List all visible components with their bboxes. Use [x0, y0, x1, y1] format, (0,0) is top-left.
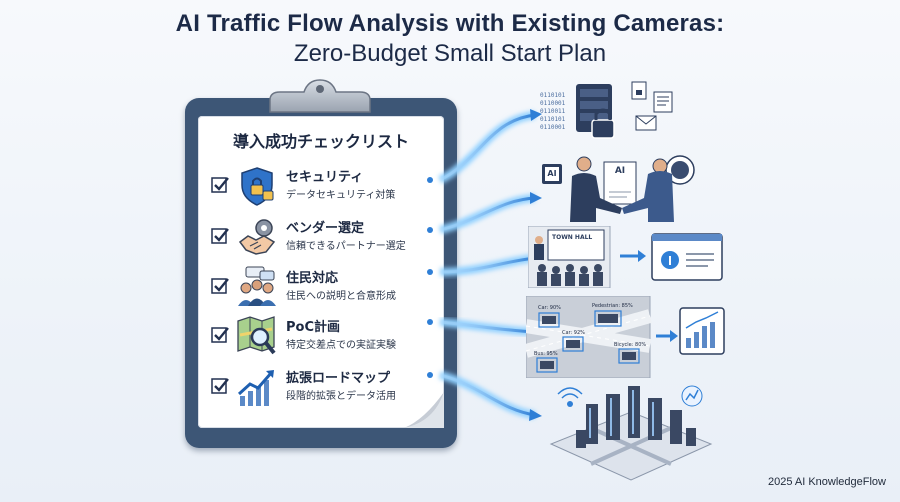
detection-tag: Car: 90% [538, 305, 561, 311]
page-subtitle: Zero-Budget Small Start Plan [293, 40, 607, 67]
smart-city-icon [549, 385, 713, 481]
checklist-heading: 導入成功チェックリスト [232, 132, 409, 151]
footer-credit: 2025 AI KnowledgeFlow [767, 476, 886, 488]
town-hall-illustration: TOWN HALL [527, 225, 728, 289]
map-magnifier-icon [237, 316, 276, 355]
vendor-handshake-illustration: AI AI [542, 152, 712, 224]
smart-city-illustration [546, 382, 716, 482]
checklist-item-vendor: ベンダー選定 信頼できるパートナー選定 [210, 216, 440, 262]
flow-arrows [427, 109, 542, 421]
detection-tag: Bus: 95% [534, 351, 558, 357]
page-curl [404, 392, 444, 428]
arrow-poc [427, 318, 542, 338]
checklist-item-label: セキュリティ [286, 170, 364, 185]
checklist-paper [198, 116, 444, 428]
intersection-illustration: Car: 90% Pedestrian: 85% Car: 92% Bus: 9… [524, 295, 726, 379]
page-title: AI Traffic Flow Analysis with Existing C… [175, 10, 725, 37]
town-hall-sign: TOWN HALL [552, 234, 593, 241]
clipboard-clip-icon [269, 79, 371, 113]
checkbox-checked-icon [211, 327, 229, 343]
checkbox-checked-icon [211, 378, 229, 394]
detection-tag: Pedestrian: 85% [592, 303, 633, 309]
checklist-item-roadmap: 拡張ロードマップ 段階的拡張とデータ活用 [210, 366, 440, 412]
checklist-item-desc: 信頼できるパートナー選定 [286, 241, 406, 252]
arrow-security [427, 109, 542, 184]
checklist-item-desc: 段階的拡張とデータ活用 [286, 391, 396, 402]
checklist-item-desc: 特定交差点での実証実験 [286, 340, 396, 351]
checklist-item-label: 拡張ロードマップ [286, 371, 391, 386]
checklist-item-label: PoC計画 [286, 320, 340, 335]
checklist-item-label: ベンダー選定 [286, 221, 365, 236]
checkbox-checked-icon [211, 278, 229, 294]
people-speech-icon [238, 266, 276, 306]
handshake-gear-icon [238, 219, 276, 255]
detection-tag: Bicycle: 80% [614, 342, 647, 348]
data-security-illustration: 0110101 0110001 0110011 0110101 0110001 [540, 80, 700, 150]
intersection-detection-icon [524, 295, 725, 379]
checklist-item-desc: 住民への説明と合意形成 [286, 291, 396, 302]
business-handshake-icon [542, 155, 695, 222]
arrow-vendor [427, 192, 542, 234]
checklist-item-poc: PoC計画 特定交差点での実証実験 [210, 315, 440, 361]
checklist-item-security: セキュリティ データセキュリティ対策 [210, 165, 440, 211]
arrow-roadmap [427, 371, 542, 421]
checklist-item-desc: データセキュリティ対策 [286, 190, 396, 201]
ai-chip-label: AI [547, 169, 557, 178]
checkbox-checked-icon [211, 228, 229, 244]
shield-lock-icon [241, 167, 274, 206]
checkbox-checked-icon [211, 177, 229, 193]
town-hall-meeting-icon [527, 225, 723, 289]
checklist-item-residents: 住民対応 住民への説明と合意形成 [210, 266, 440, 312]
checklist-item-label: 住民対応 [286, 271, 339, 286]
ai-document-label: AI [614, 166, 626, 176]
arrow-residents [427, 252, 542, 276]
growth-chart-icon [237, 370, 274, 406]
server-lock-icon [576, 81, 673, 139]
detection-tag: Car: 92% [562, 330, 585, 336]
